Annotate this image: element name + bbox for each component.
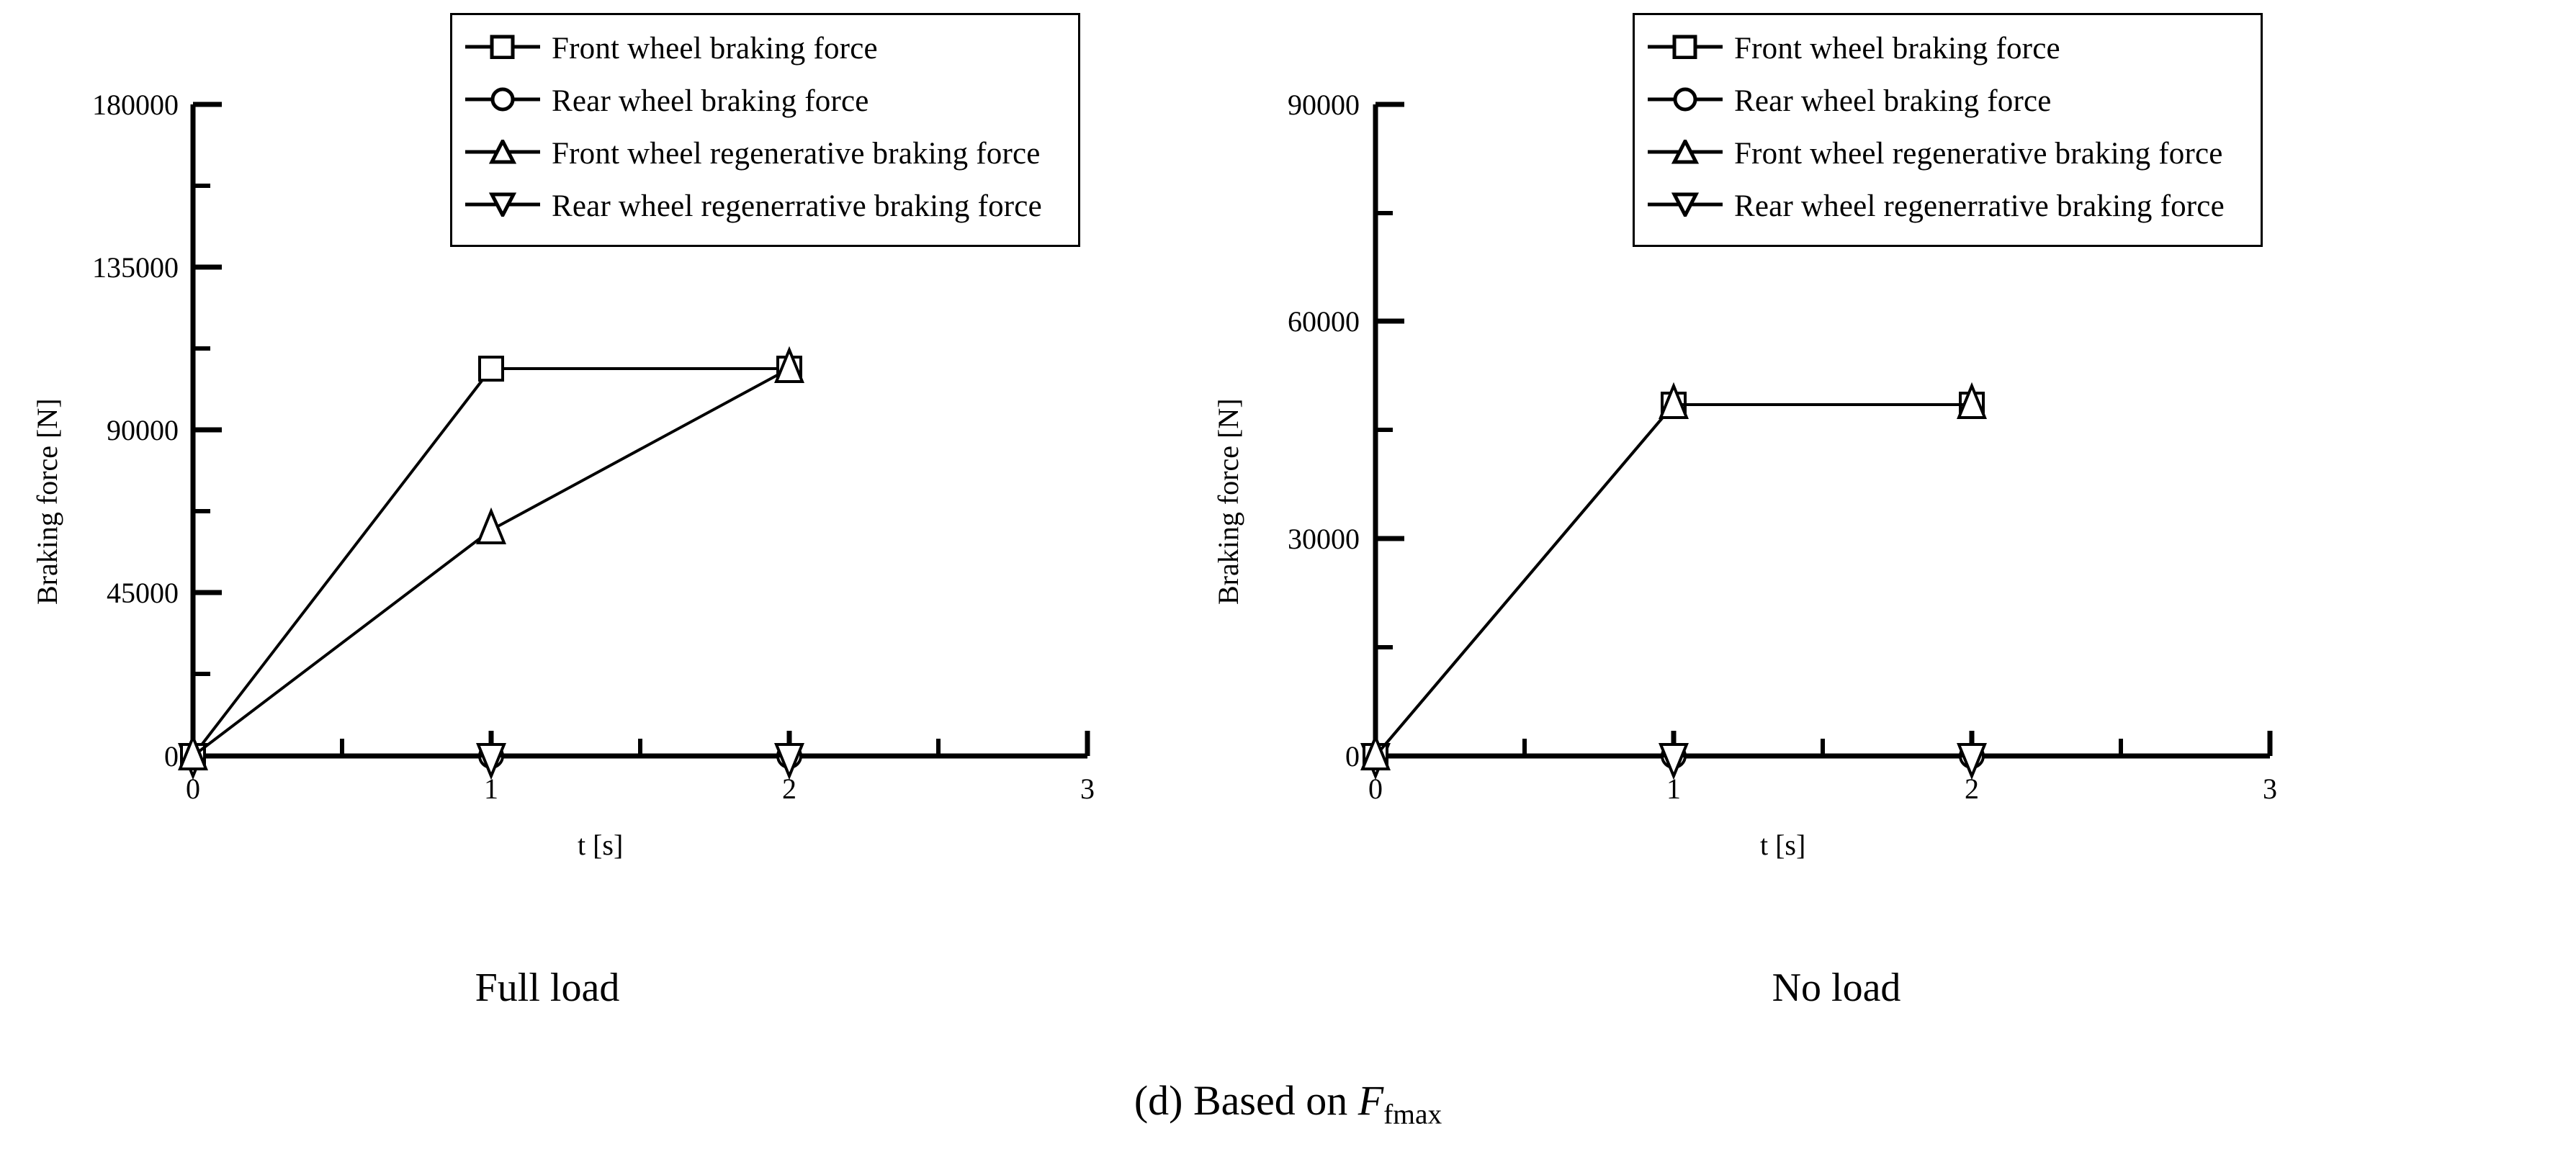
xtick-label-2: 2 — [782, 773, 796, 805]
xtick-label-3: 3 — [1080, 773, 1095, 805]
series-front-wheel-braking-force — [1363, 392, 1985, 769]
ytick-label-0: 0 — [164, 740, 179, 773]
legend-item-rear-wheel-regenerative-braking-force: Rear wheel regenerrative braking force — [1646, 180, 2248, 233]
legend-circle-marker-icon — [1646, 87, 1724, 115]
ytick-label-90000: 90000 — [107, 414, 179, 446]
subcaption-full-load: Full load — [475, 965, 620, 1010]
xtick-label-0: 0 — [186, 773, 200, 805]
legend-triangle-down-marker-icon — [464, 192, 542, 220]
chart-panel-no-load: 90000 60000 30000 0 0 1 2 3 Braking forc… — [1212, 0, 2576, 907]
legend-item-front-wheel-regenerative-braking-force: Front wheel regenerative braking force — [464, 127, 1065, 180]
legend-item-rear-wheel-regenerative-braking-force: Rear wheel regenerrative braking force — [464, 180, 1065, 233]
y-major-ticks-full-load — [193, 102, 222, 759]
ytick-label-90000: 90000 — [1288, 89, 1360, 121]
legend-label-rear-wheel-regenerative-braking-force: Rear wheel regenerrative braking force — [1734, 189, 2225, 223]
legend-label-front-wheel-braking-force: Front wheel braking force — [552, 32, 878, 66]
ytick-label-135000: 135000 — [92, 251, 179, 284]
y-minor-ticks-full-load — [193, 184, 210, 676]
subcaption-no-load: No load — [1772, 965, 1901, 1010]
legend-label-front-wheel-braking-force: Front wheel braking force — [1734, 32, 2060, 66]
series-front-wheel-regenerative-braking-force — [1360, 382, 1987, 770]
legend-item-front-wheel-regenerative-braking-force: Front wheel regenerative braking force — [1646, 127, 2248, 180]
chart-panel-full-load: 180000 135000 90000 45000 0 0 1 2 3 Brak… — [0, 0, 1267, 907]
x-minor-ticks-full-load — [340, 739, 941, 756]
x-axis-title: t [s] — [1760, 829, 1806, 861]
legend-label-front-wheel-regenerative-braking-force: Front wheel regenerative braking force — [552, 137, 1041, 171]
y-axis-title: Braking force [N] — [1212, 398, 1244, 605]
legend-item-front-wheel-braking-force: Front wheel braking force — [464, 22, 1065, 75]
x-axis-title: t [s] — [578, 829, 624, 861]
legend-square-marker-icon — [464, 35, 542, 63]
xtick-label-0: 0 — [1368, 773, 1383, 805]
legend-triangle-down-marker-icon — [1646, 192, 1724, 220]
legend-label-rear-wheel-braking-force: Rear wheel braking force — [552, 84, 869, 118]
plot-area-full-load — [178, 102, 1090, 780]
figure-caption-subscript: fmax — [1383, 1098, 1442, 1130]
legend-label-front-wheel-regenerative-braking-force: Front wheel regenerative braking force — [1734, 137, 2223, 171]
legend-item-rear-wheel-braking-force: Rear wheel braking force — [464, 75, 1065, 127]
xtick-label-1: 1 — [1666, 773, 1681, 805]
legend-full-load: Front wheel braking force Rear wheel bra… — [450, 13, 1080, 247]
figure-caption-prefix: (d) Based on — [1134, 1077, 1358, 1124]
legend-item-rear-wheel-braking-force: Rear wheel braking force — [1646, 75, 2248, 127]
ytick-label-60000: 60000 — [1288, 305, 1360, 338]
xtick-label-1: 1 — [484, 773, 498, 805]
legend-label-rear-wheel-regenerative-braking-force: Rear wheel regenerrative braking force — [552, 189, 1042, 223]
legend-triangle-up-marker-icon — [1646, 137, 1724, 168]
legend-circle-marker-icon — [464, 87, 542, 115]
legend-no-load: Front wheel braking force Rear wheel bra… — [1633, 13, 2263, 247]
ytick-label-0: 0 — [1345, 740, 1360, 773]
x-minor-ticks-no-load — [1522, 739, 2123, 756]
plot-area-no-load — [1360, 102, 2273, 780]
legend-label-rear-wheel-braking-force: Rear wheel braking force — [1734, 84, 2052, 118]
ytick-label-45000: 45000 — [107, 577, 179, 609]
ytick-label-180000: 180000 — [92, 89, 179, 121]
figure-caption: (d) Based on Ffmax — [0, 1076, 2576, 1131]
xtick-label-2: 2 — [1965, 773, 1979, 805]
figure-caption-symbol: F — [1357, 1077, 1384, 1124]
legend-triangle-up-marker-icon — [464, 137, 542, 168]
y-axis-title: Braking force [N] — [31, 398, 63, 605]
legend-square-marker-icon — [1646, 35, 1724, 63]
series-front-wheel-regenerative-braking-force — [178, 346, 804, 770]
ytick-label-30000: 30000 — [1288, 523, 1360, 555]
xtick-label-3: 3 — [2263, 773, 2277, 805]
legend-item-front-wheel-braking-force: Front wheel braking force — [1646, 22, 2248, 75]
series-front-wheel-braking-force — [180, 356, 802, 769]
y-minor-ticks-no-load — [1375, 211, 1393, 649]
